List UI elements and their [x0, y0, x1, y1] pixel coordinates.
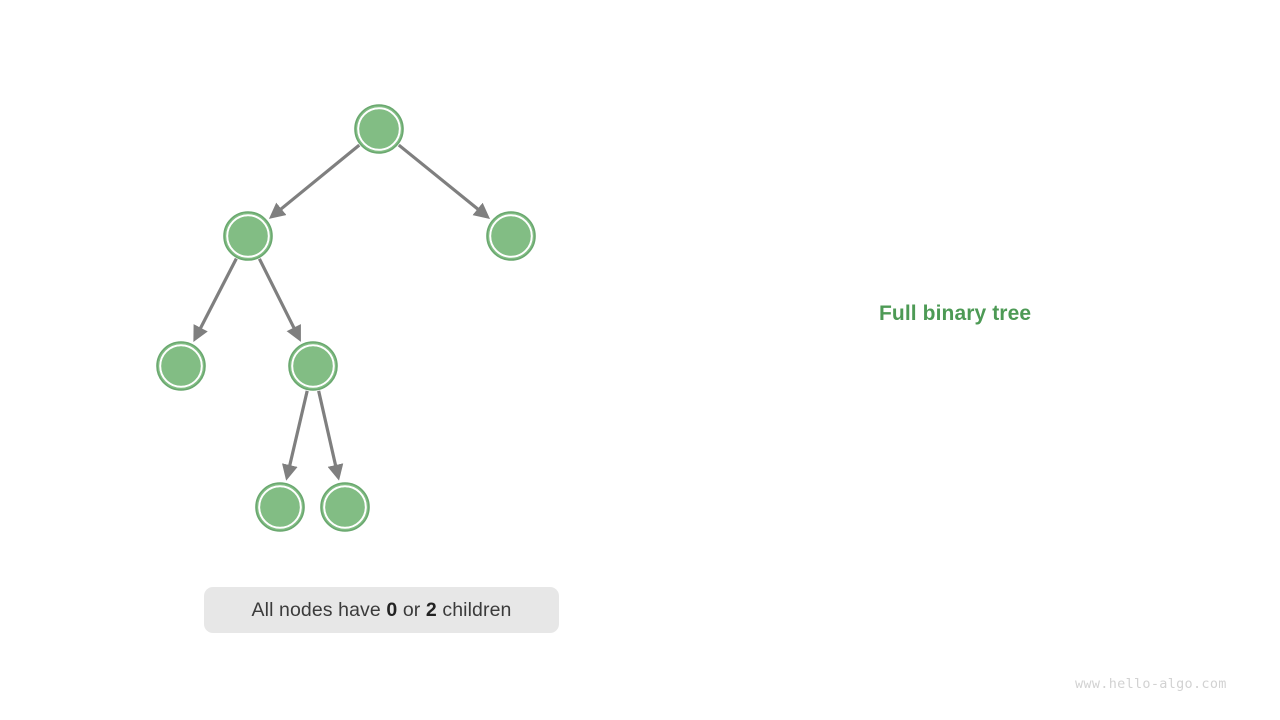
caption-bold-two: 2 [425, 598, 437, 621]
caption-text: All nodes have 0 or 2 children [252, 599, 512, 622]
tree-edge [317, 390, 344, 481]
node-fill [293, 346, 333, 386]
node-inner-ring [323, 485, 367, 529]
node-inner-ring [291, 344, 335, 388]
tree-edge [282, 390, 309, 481]
node-inner-ring [357, 107, 401, 151]
tree-node [255, 482, 305, 532]
node-inner-ring [258, 485, 302, 529]
caption-middle: or [397, 598, 426, 621]
node-inner-ring [489, 214, 533, 258]
tree-node [320, 482, 370, 532]
page-title: Full binary tree [879, 302, 1032, 325]
node-fill [491, 216, 531, 256]
node-fill [325, 487, 365, 527]
tree-edges [193, 143, 491, 481]
node-inner-ring [226, 214, 270, 258]
watermark: www.hello-algo.com [1075, 676, 1227, 692]
node-fill [161, 346, 201, 386]
tree-edge [257, 258, 301, 342]
node-inner-ring [159, 344, 203, 388]
tree-node [223, 211, 273, 261]
tree-nodes [156, 104, 536, 532]
tree-edge [268, 143, 361, 219]
tree-edge [397, 143, 491, 219]
node-fill [359, 109, 399, 149]
node-fill [260, 487, 300, 527]
caption-bold-zero: 0 [386, 598, 398, 621]
caption-suffix: children [436, 598, 512, 621]
tree-node [288, 341, 338, 391]
tree-node [156, 341, 206, 391]
caption-box: All nodes have 0 or 2 children [204, 587, 559, 633]
tree-node [354, 104, 404, 154]
tree-node [486, 211, 536, 261]
tree-edge [193, 257, 238, 342]
node-fill [228, 216, 268, 256]
caption-prefix: All nodes have [251, 598, 387, 621]
